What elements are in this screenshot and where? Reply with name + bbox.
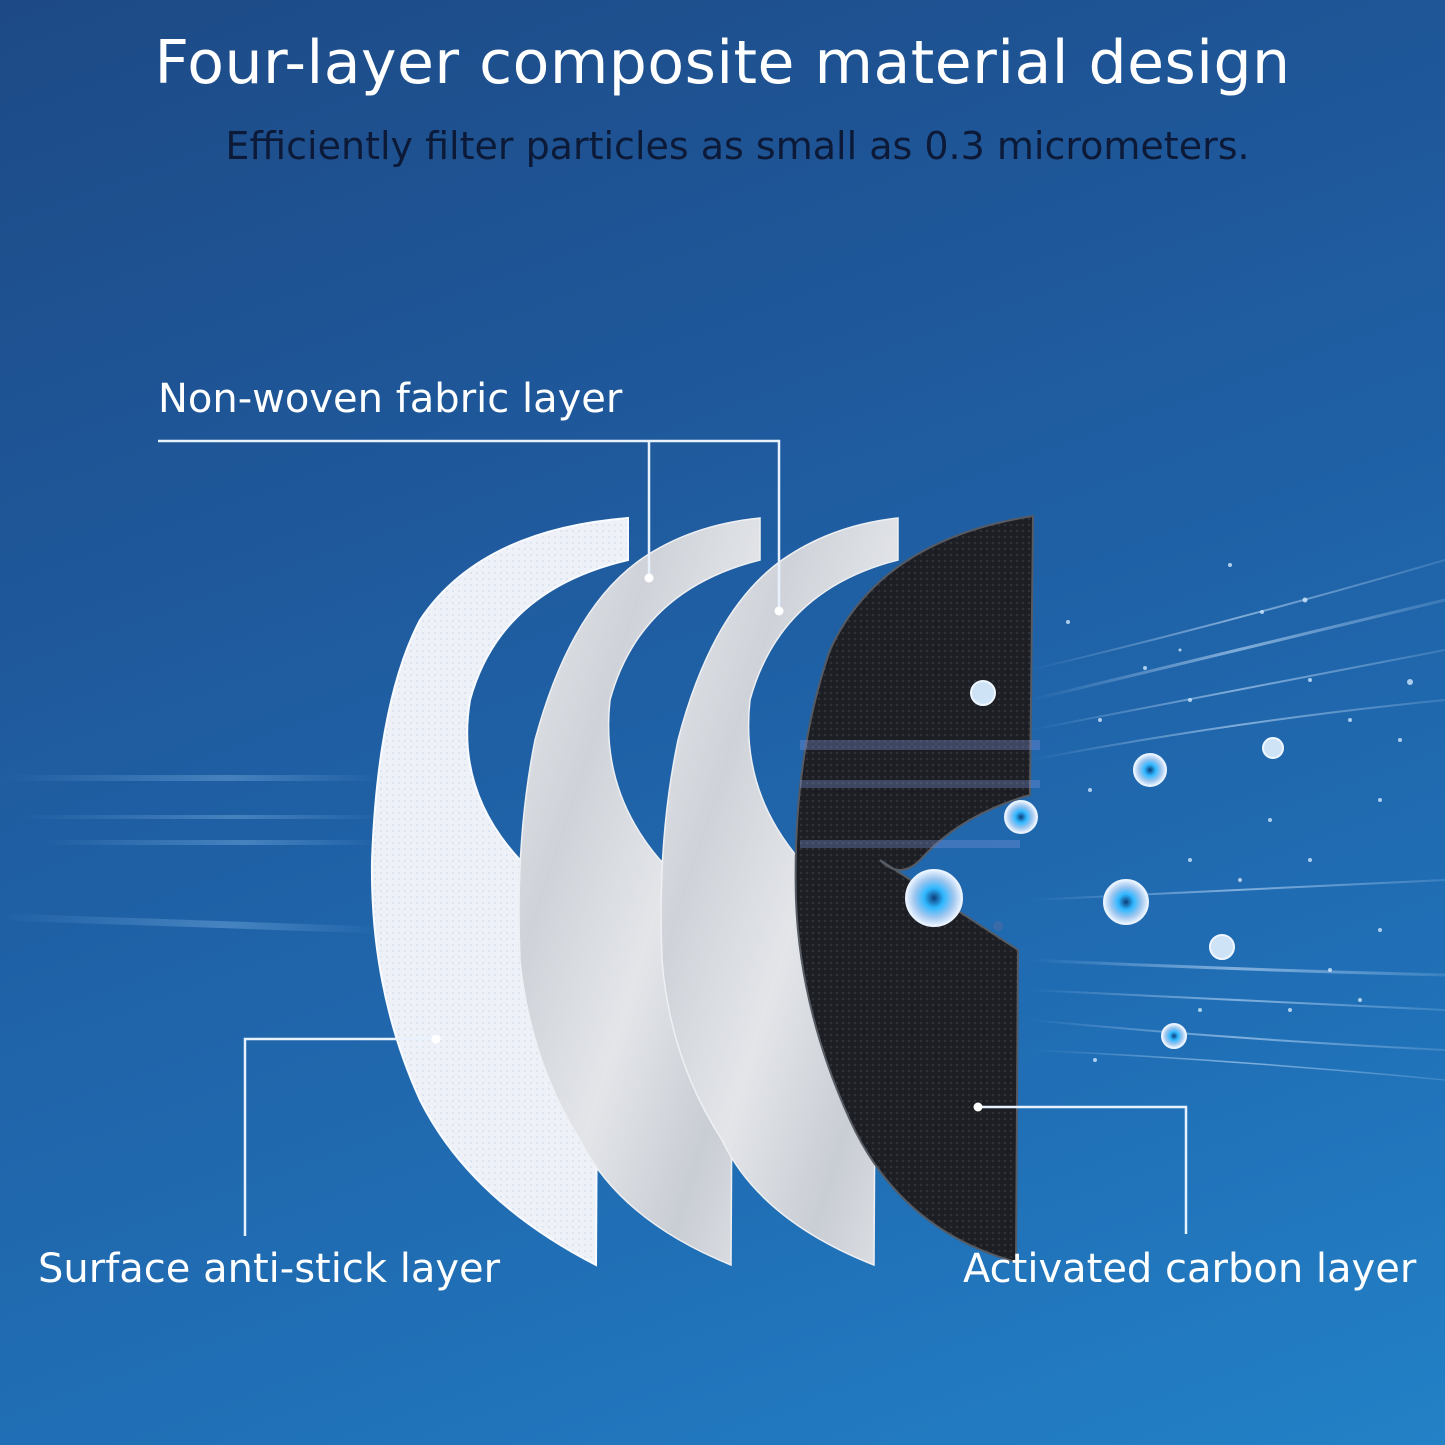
leader-carbon: [978, 1105, 1188, 1234]
leader-lines: [158, 439, 1188, 1236]
bacteria-bubble: [1133, 753, 1167, 787]
particle-bubbles: [905, 680, 1284, 1049]
bacteria-bubble: [1103, 879, 1149, 925]
airflow-streaks-left: [0, 775, 380, 934]
bacteria-bubble: [905, 869, 963, 927]
airflow-streaks-right: [1029, 559, 1445, 1081]
bacteria-bubble: [1161, 1023, 1187, 1049]
label-activated-carbon-layer: Activated carbon layer: [963, 1246, 1417, 1292]
bacteria-bubble: [1004, 800, 1038, 834]
page-title: Four-layer composite material design: [154, 28, 1291, 98]
page-subtitle: Efficiently filter particles as small as…: [225, 124, 1250, 168]
bacteria-bubble: [1262, 737, 1284, 759]
label-non-woven-fabric-layer: Non-woven fabric layer: [158, 376, 623, 422]
leader-dots: [431, 573, 983, 1112]
leader-non-woven: [158, 439, 781, 611]
bacteria-bubble: [993, 921, 1003, 931]
bacteria-bubble: [1209, 934, 1235, 960]
leader-surface: [243, 1037, 436, 1236]
bacteria-bubble: [970, 680, 996, 706]
particle-dots: [1066, 563, 1413, 1062]
label-surface-anti-stick-layer: Surface anti-stick layer: [38, 1246, 501, 1292]
airflow-over-carbon: [800, 740, 1040, 848]
